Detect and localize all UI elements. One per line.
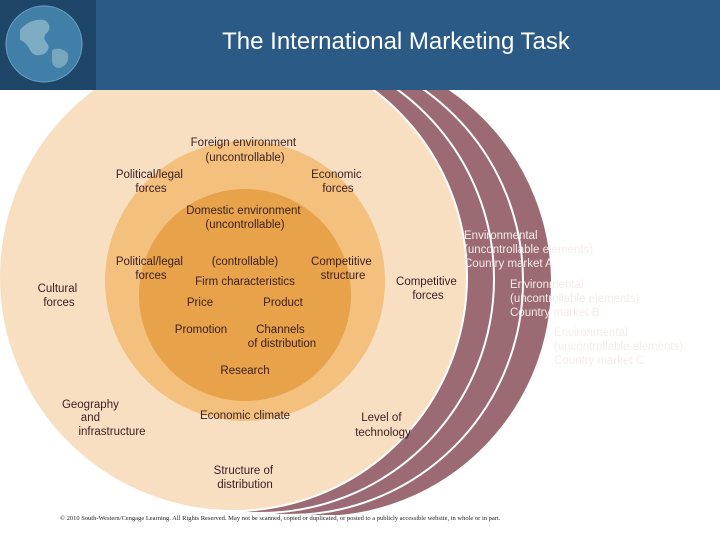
domestic-environment-label: Domestic environment (uncontrollable) xyxy=(186,205,304,231)
geography-label: Geography and infrastructure xyxy=(62,399,146,438)
market-b-label: Environmental (uncontrollable elements) … xyxy=(510,279,642,319)
header-bar: The International Marketing Task xyxy=(0,0,720,90)
market-c-label: Environmental (uncontrollable elements) … xyxy=(554,327,686,367)
competitive-structure-label: Competitive structure xyxy=(311,256,375,282)
copyright-notice: © 2010 South-Western/Cengage Learning. A… xyxy=(60,515,501,522)
structure-of-distribution-label: Structure of distribution xyxy=(214,465,277,491)
price-label: Price xyxy=(187,297,213,309)
foreign-environment-label: Foreign environment (uncontrollable) xyxy=(191,137,300,164)
economic-forces-label: Economic forces xyxy=(311,169,365,195)
marketing-task-diagram: Foreign environment (uncontrollable) Pol… xyxy=(0,90,686,515)
level-of-technology-label: Level of technology xyxy=(355,412,411,439)
controllable-label: (controllable) xyxy=(212,256,279,268)
competitive-forces-label: Competitive forces xyxy=(396,276,460,302)
promotion-label: Promotion xyxy=(175,324,227,336)
product-label: Product xyxy=(263,297,303,309)
political-legal-inner-label: Political/legal forces xyxy=(116,256,186,282)
slide-title: The International Marketing Task xyxy=(222,28,570,55)
channels-label: Channels of distribution xyxy=(248,324,316,350)
cultural-forces-label: Cultural forces xyxy=(38,283,81,309)
economic-climate-label: Economic climate xyxy=(200,410,290,422)
firm-characteristics-label: Firm characteristics xyxy=(195,276,295,288)
controllable-circle xyxy=(139,189,351,401)
globe-logo xyxy=(0,0,96,90)
research-label: Research xyxy=(220,365,269,377)
political-legal-outer-label: Political/legal forces xyxy=(116,169,186,195)
market-a-label: Environmental (uncontrollable elements) … xyxy=(464,230,596,270)
